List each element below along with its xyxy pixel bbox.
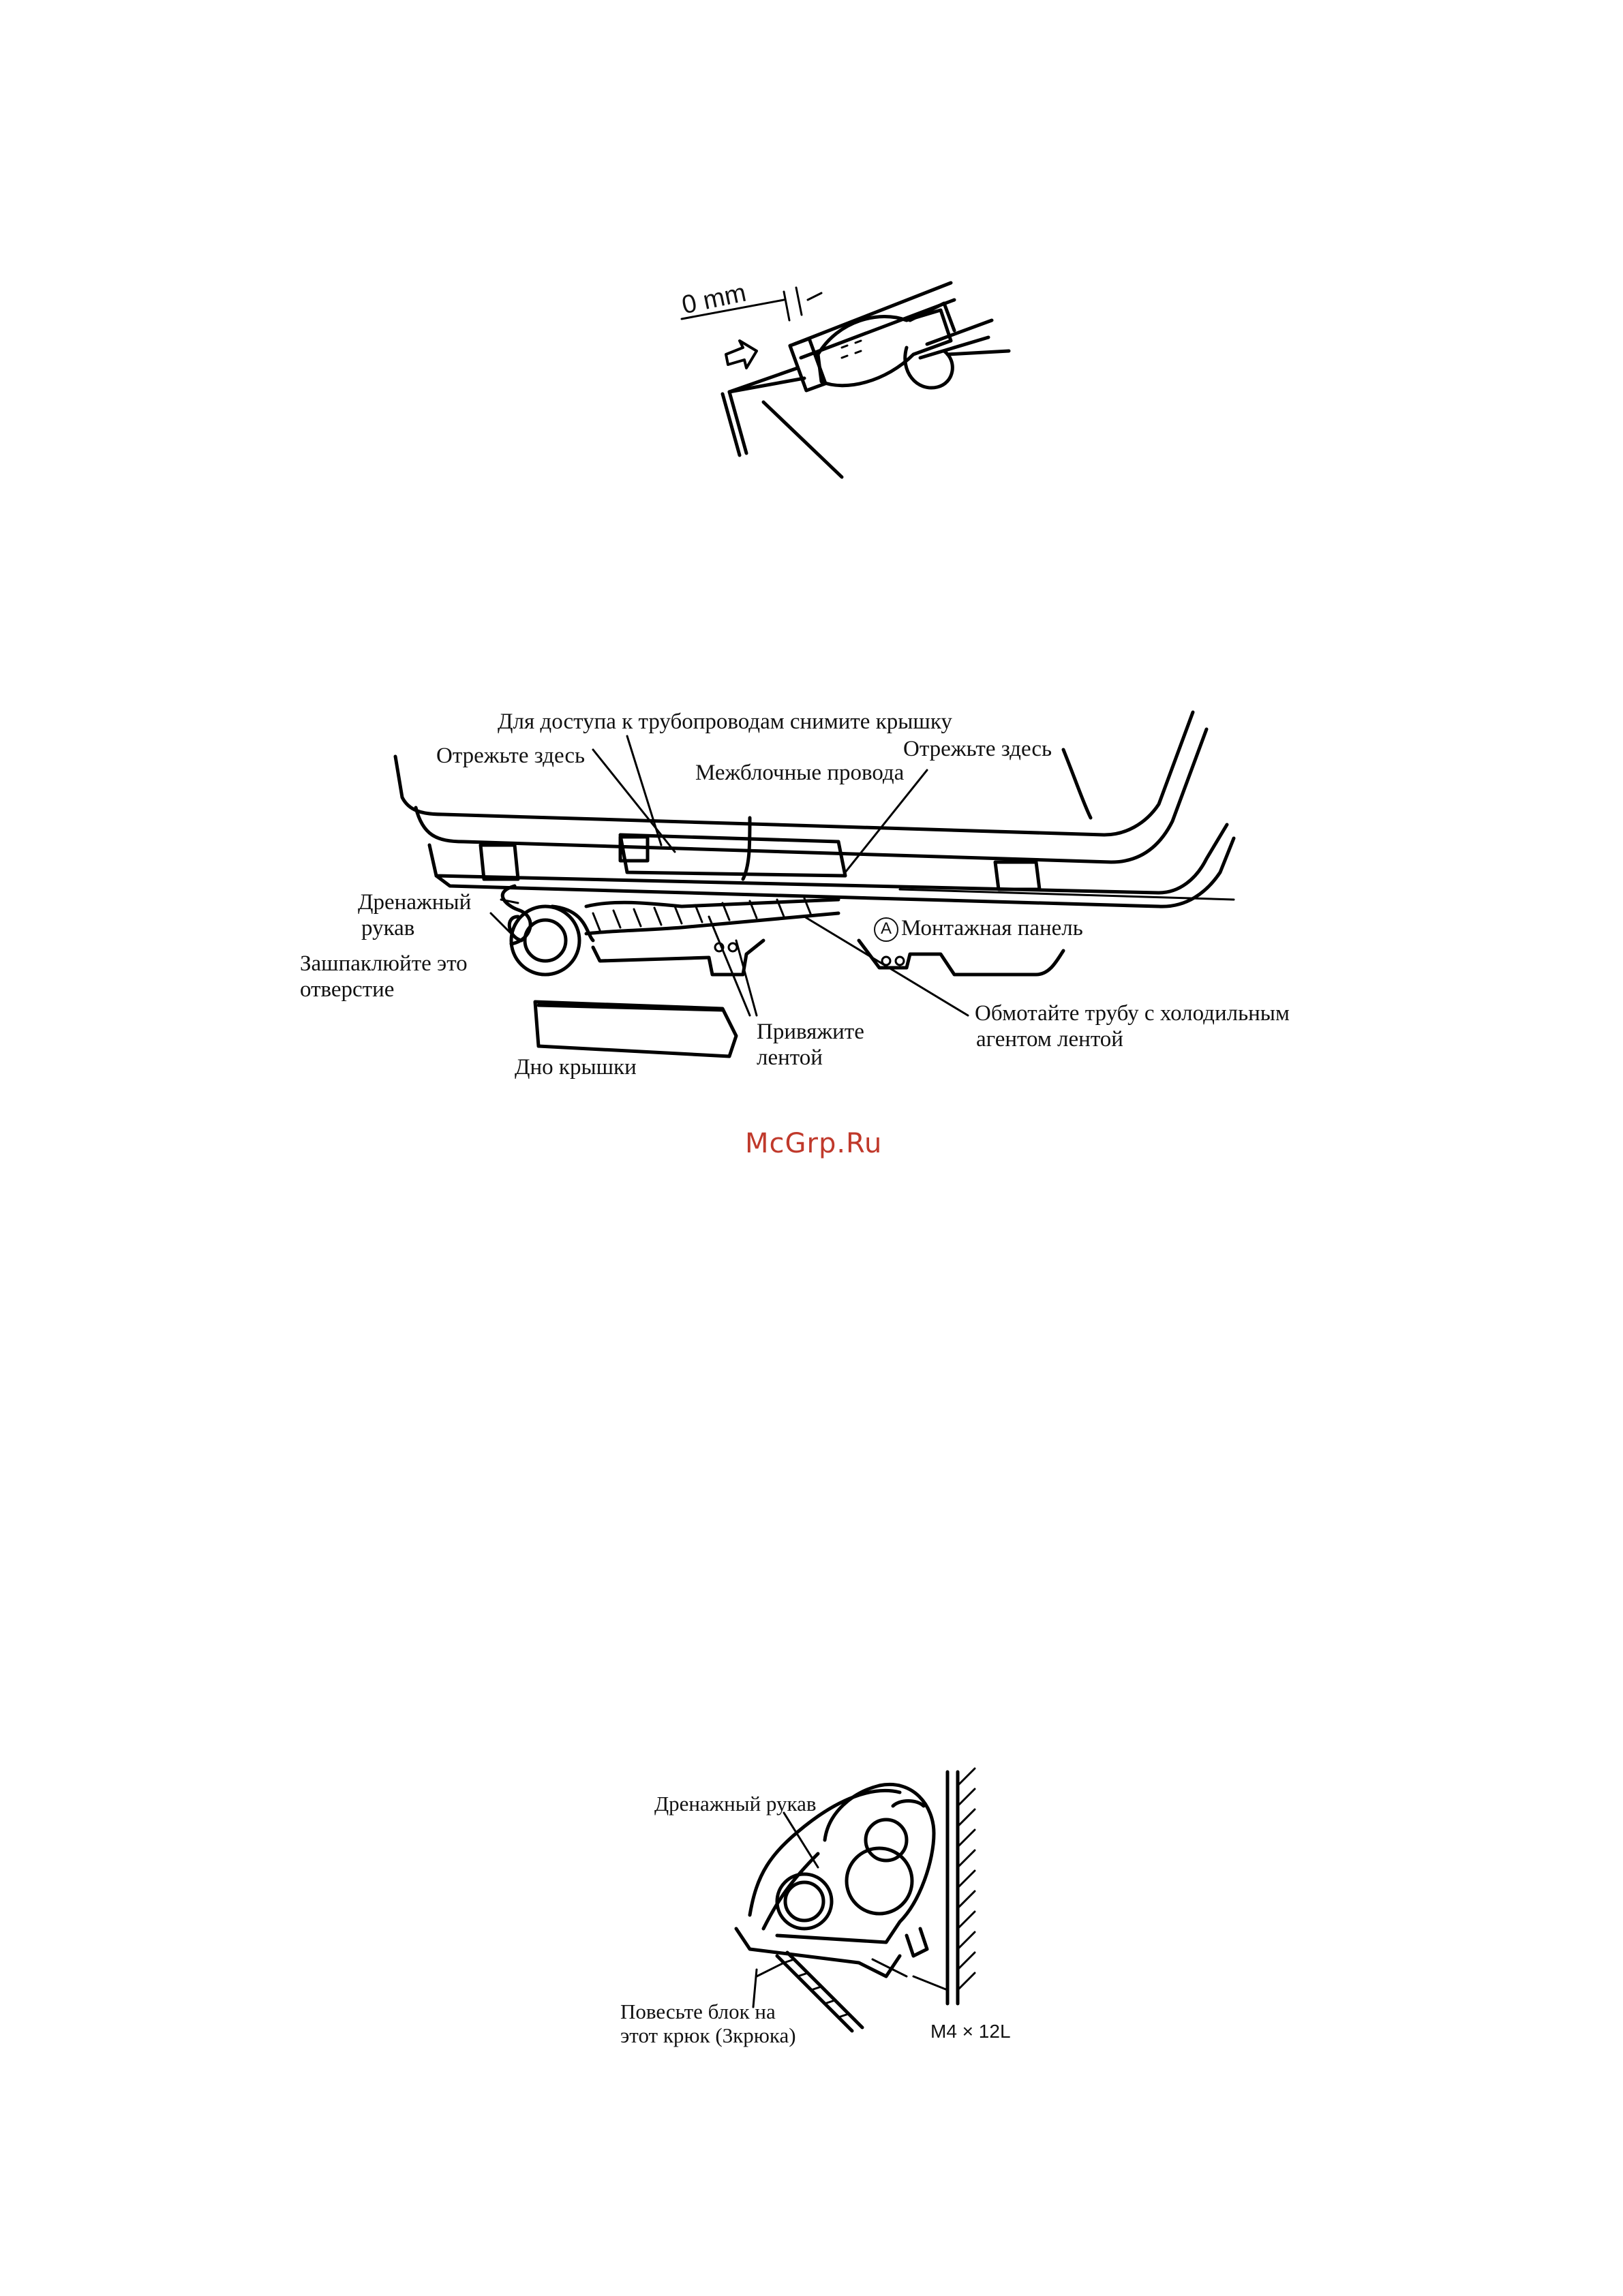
- label-interunit-wires: Межблочные провода: [695, 760, 904, 786]
- label-cut-here-left: Отрежьте здесь: [436, 743, 585, 769]
- label-mounting-panel-text: Монтажная панель: [901, 916, 1083, 940]
- label-putty-line1: Зашпаклюйте это: [300, 951, 468, 977]
- flare-tool-illustration: [682, 283, 1009, 477]
- label-drain-hose-line2: рукав: [361, 915, 414, 941]
- label-drain-hose-line1: Дренажный: [358, 889, 471, 915]
- label-tie-tape-line2: лентой: [757, 1045, 823, 1071]
- label-hang-line2: этот крюк (3крюка): [620, 2023, 796, 2049]
- label-pipe-access: Для доступа к трубопроводам снимите крыш…: [498, 709, 952, 735]
- label-screw-size: M4 × 12L: [930, 2019, 1011, 2045]
- label-hang-line1: Повесьте блок на: [620, 1999, 776, 2025]
- label-drain-hose-fig3: Дренажный рукав: [654, 1791, 817, 1817]
- marker-a: A: [874, 917, 898, 942]
- label-cut-here-right: Отрежьте здесь: [903, 736, 1052, 762]
- label-wrap-pipe-line2: агентом лентой: [976, 1026, 1123, 1052]
- label-wrap-pipe-line1: Обмотайте трубу с холодильным: [975, 1000, 1290, 1026]
- label-cover-bottom: Дно крышки: [515, 1054, 637, 1080]
- label-tie-tape-line1: Привяжите: [757, 1019, 864, 1045]
- label-putty-line2: отверстие: [300, 977, 394, 1002]
- watermark: McGrp.Ru: [745, 1128, 882, 1159]
